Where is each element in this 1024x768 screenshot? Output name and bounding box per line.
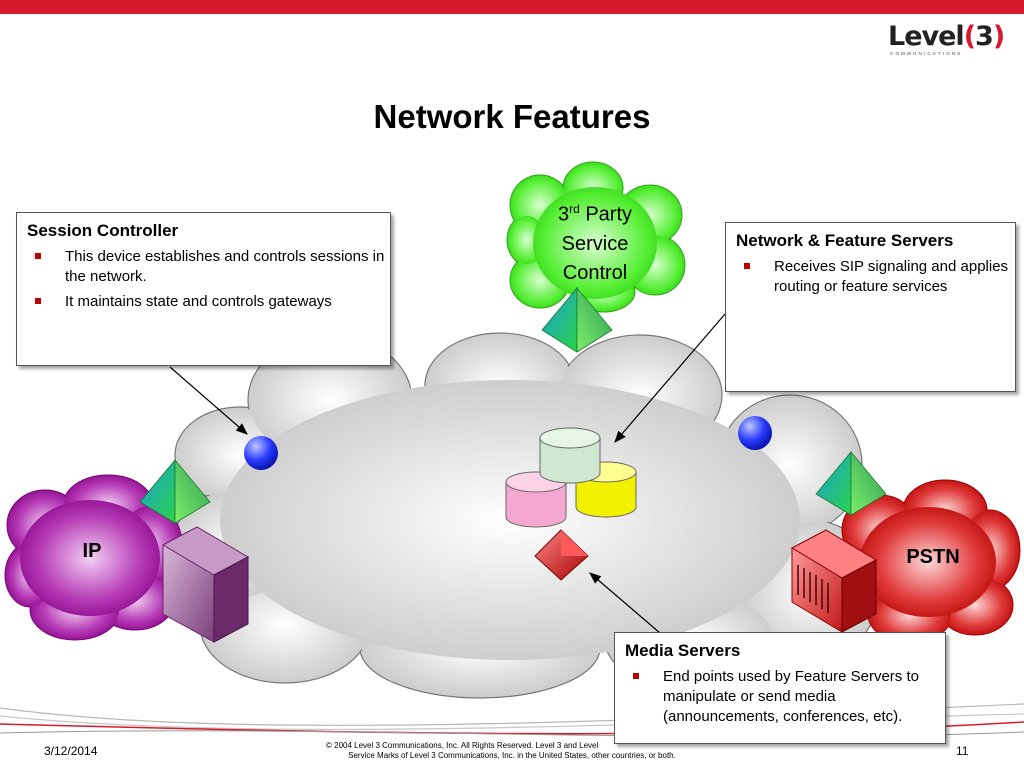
feature-server-db-green bbox=[539, 427, 601, 484]
list-item: It maintains state and controls gateways bbox=[27, 292, 390, 312]
arrow-media-servers bbox=[589, 572, 661, 634]
logo-wordmark: Level(3) bbox=[888, 21, 1005, 52]
logo-subtitle: COMMUNICATIONS bbox=[890, 51, 963, 56]
bullet-icon bbox=[35, 253, 41, 259]
gateway-pyramid-top bbox=[541, 286, 613, 353]
level3-logo: Level(3) COMMUNICATIONS bbox=[888, 22, 1010, 62]
ip-cloud-label: IP bbox=[82, 540, 102, 562]
media-servers-title: Media Servers bbox=[625, 641, 741, 660]
arrow-feature-servers bbox=[614, 313, 726, 443]
media-servers-callout: Media Servers End points used by Feature… bbox=[614, 632, 946, 744]
footer-page-number: 11 bbox=[956, 744, 969, 758]
arrow-session-controller bbox=[169, 366, 248, 435]
third-party-cloud-label: 3rd Party Service Control bbox=[557, 202, 633, 284]
bullet-icon bbox=[633, 673, 639, 679]
bullet-icon bbox=[35, 298, 41, 304]
media-server-diamond bbox=[534, 529, 589, 581]
top-accent-bar bbox=[0, 0, 1024, 14]
feature-servers-title: Network & Feature Servers bbox=[736, 231, 954, 250]
session-controller-title: Session Controller bbox=[27, 221, 179, 240]
bullet-icon bbox=[744, 263, 750, 269]
slide-title: Network Features bbox=[373, 98, 651, 135]
list-item: Receives SIP signaling and applies routi… bbox=[736, 257, 1009, 297]
gateway-pyramid-right bbox=[815, 450, 887, 516]
list-item: End points used by Feature Servers to ma… bbox=[625, 667, 939, 727]
session-controller-sphere-right bbox=[738, 416, 772, 450]
gateway-pyramid-left bbox=[139, 458, 211, 524]
pstn-cloud-label: PSTN bbox=[906, 546, 960, 568]
footer-date: 3/12/2014 bbox=[44, 744, 98, 758]
ip-gateway-box bbox=[161, 526, 250, 643]
session-controller-sphere-left bbox=[244, 436, 278, 470]
footer-copyright: © 2004 Level 3 Communications, Inc. All … bbox=[326, 741, 676, 760]
feature-servers-callout: Network & Feature Servers Receives SIP s… bbox=[725, 222, 1016, 392]
list-item: This device establishes and controls ses… bbox=[27, 247, 390, 287]
session-controller-callout: Session Controller This device establish… bbox=[16, 212, 391, 366]
